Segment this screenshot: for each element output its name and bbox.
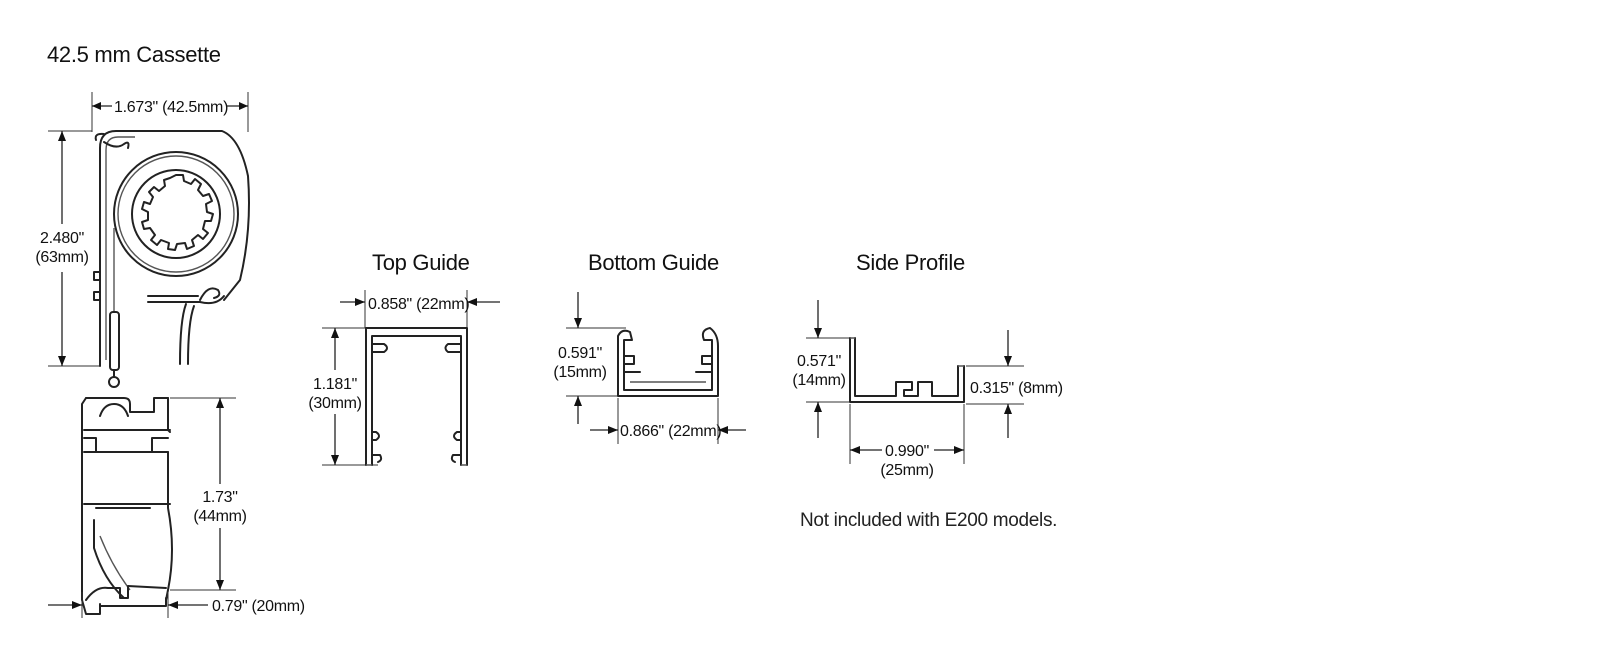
- cassette-height-label-mm: (63mm): [35, 249, 88, 266]
- bottom-guide-title: Bottom Guide: [588, 250, 719, 275]
- bottom-guide-height-label-mm: (15mm): [553, 364, 606, 381]
- roller-tube: [113, 151, 239, 277]
- bottom-guide-height-dimension: 0.591" (15mm): [553, 292, 626, 424]
- rail-height-label-in: 1.73": [202, 489, 237, 506]
- cassette-housing: [93, 130, 250, 367]
- side-profile-height-label-in: 0.571": [797, 353, 841, 370]
- bottom-guide-width-dimension: 0.866" (22mm): [590, 398, 746, 444]
- side-profile-inner-height-label: 0.315" (8mm): [970, 380, 1063, 397]
- side-profile-width-label-in: 0.990": [885, 443, 929, 460]
- cassette-width-dimension: 1.673" (42.5mm): [91, 92, 249, 132]
- side-profile-group: Side Profile 0.571" (14mm) 0.315" (8mm): [792, 250, 1063, 531]
- rail-height-label-mm: (44mm): [193, 508, 246, 525]
- top-guide-height-label-in: 1.181": [313, 376, 357, 393]
- rail-width-label: 0.79" (20mm): [212, 598, 305, 615]
- cassette-width-label: 1.673" (42.5mm): [114, 99, 228, 116]
- side-profile-note: Not included with E200 models.: [800, 510, 1057, 531]
- bottom-guide-profile: [617, 327, 719, 397]
- rail-height-dimension: 1.73" (44mm): [170, 397, 247, 591]
- side-profile-width-dimension: 0.990" (25mm): [849, 404, 965, 479]
- cord-connector: [108, 228, 120, 388]
- side-profile-height-dimension: 0.571" (14mm): [792, 300, 850, 438]
- bottom-guide-width-label: 0.866" (22mm): [620, 423, 721, 440]
- top-guide-group: Top Guide 0.858" (22mm) 1.181" (30mm): [308, 250, 500, 466]
- side-profile-shape: [849, 337, 965, 403]
- top-guide-title: Top Guide: [372, 250, 470, 275]
- top-guide-height-dimension: 1.181" (30mm): [308, 327, 378, 466]
- top-guide-height-label-mm: (30mm): [308, 395, 361, 412]
- side-profile-width-label-mm: (25mm): [880, 462, 933, 479]
- top-guide-profile: [365, 327, 468, 466]
- cassette-height-label-in: 2.480": [40, 230, 84, 247]
- side-profile-height-label-mm: (14mm): [792, 372, 845, 389]
- top-guide-width-label: 0.858" (22mm): [368, 296, 469, 313]
- top-guide-width-dimension: 0.858" (22mm): [340, 290, 500, 328]
- cassette-height-dimension: 2.480" (63mm): [35, 130, 100, 367]
- bottom-guide-height-label-in: 0.591": [558, 345, 602, 362]
- side-profile-inner-height-dimension: 0.315" (8mm): [966, 330, 1063, 438]
- rail-width-dimension: 0.79" (20mm): [48, 592, 305, 618]
- bottom-guide-group: Bottom Guide 0.591" (15mm) 0: [553, 250, 746, 444]
- cassette-title: 42.5 mm Cassette: [47, 42, 221, 67]
- bottom-rail: [81, 397, 173, 615]
- side-profile-title: Side Profile: [856, 250, 965, 275]
- cassette-group: 42.5 mm Cassette 1.673" (42.5mm) 2.480" …: [35, 42, 305, 618]
